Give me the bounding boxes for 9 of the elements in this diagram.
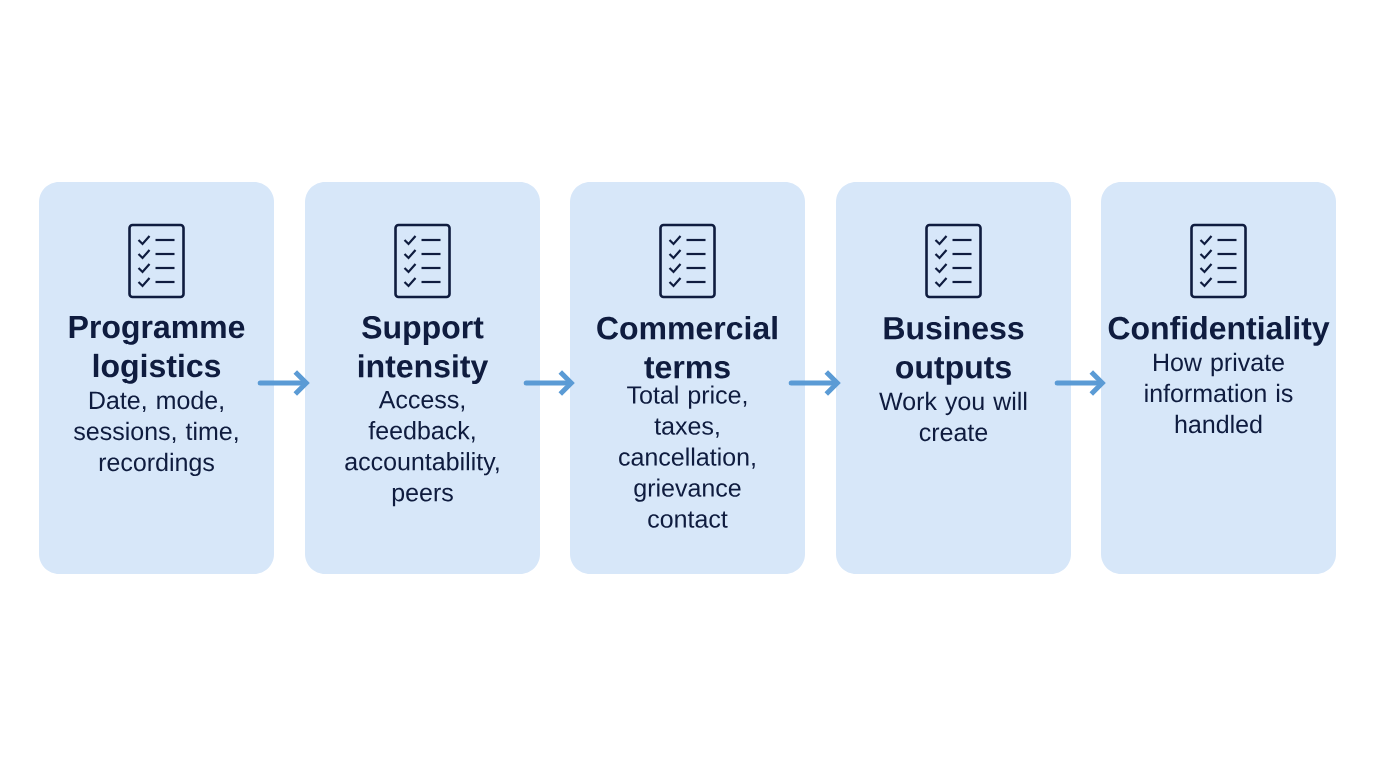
- arrow: [523, 370, 575, 396]
- step-card: Support intensity Access, feedback, accountability, peers: [305, 182, 540, 574]
- step-card: Commercial terms Total price, taxes, cancellation, grievance contact: [570, 182, 805, 574]
- arrow: [257, 370, 310, 396]
- arrow: [1054, 370, 1106, 396]
- step-card: Programme logistics Date, mode, sessions, time, recordings: [39, 182, 274, 574]
- step-card: Confidentiality How private information is handled: [1101, 182, 1336, 574]
- arrow: [788, 370, 841, 396]
- step-card: Business outputs Work you will create: [836, 182, 1071, 574]
